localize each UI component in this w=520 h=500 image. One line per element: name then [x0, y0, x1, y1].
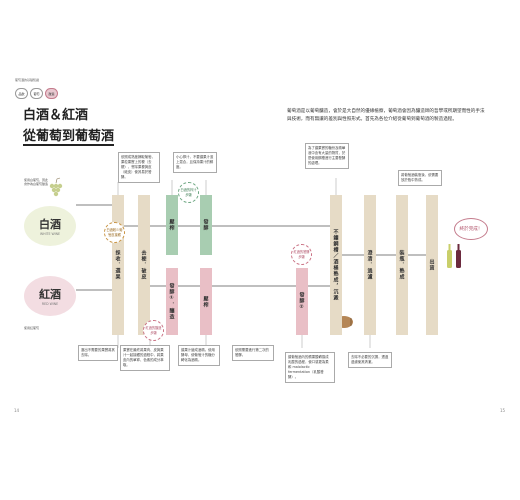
ring-white-destem: 白酒較少葡萄皮接觸 [104, 222, 125, 243]
page-title: 白酒＆紅酒 [23, 108, 89, 123]
white-wine-badge: 白酒 WHITE WINE [24, 206, 76, 246]
note-clarify: 去除不必要的沉澱，透過過濾使其清澈。 [348, 352, 392, 368]
red-wine-name: 紅酒 [39, 288, 61, 301]
step-white-press: 壓榨 [166, 195, 178, 255]
section-header: 葡萄酒的基礎知識 [15, 78, 40, 82]
red-grape-label: 使用紅葡萄 [24, 326, 40, 330]
step-red-ferment: 發酵①．釀造 [166, 268, 178, 335]
step-ship: 出貨 [426, 195, 438, 335]
step-stabilize: 不鏽鋼槽／酒桶熟成，沉澱 [330, 195, 342, 335]
section-chips: 品飲 葡萄 釀造 [15, 88, 58, 99]
chip-grape: 葡萄 [30, 88, 43, 99]
white-grape-icon [49, 177, 63, 197]
red-wine-badge: 紅酒 RED WINE [24, 276, 76, 316]
chip-brewing: 釀造 [45, 88, 58, 99]
white-wine-name: 白酒 [39, 218, 61, 231]
note-bottle: 將葡萄酒裝瓶後，依需要放於瓶中熟成。 [398, 170, 442, 186]
step-destem: 去梗．破皮 [138, 195, 150, 335]
step-clarify: 澄清．過濾 [364, 195, 376, 335]
note-stabilize: 為了讓果實的糖份及精華液中含有大量的物質，於是使用鋼槽進行主要發酵的處理。 [305, 143, 349, 169]
ring-red-process: 紅酒的釀造步驟 [143, 320, 164, 341]
note-ferment: 讓果汁變成酒精。使用酵母，使葡萄汁的糖分轉化為酒精。 [178, 345, 220, 366]
page-number-right: 15 [500, 408, 506, 413]
note-maceration: 果實在最終將果肉、皮與果汁一起接觸的過程中，將果皮內的單寧、色素的成分萃取。 [120, 345, 170, 371]
step-red-press: 壓榨 [200, 268, 212, 335]
step-second-ferment: 發酵② [296, 268, 308, 335]
note-press: 小心榨汁，不要讓果汁渣上混合，且保持果汁的鮮度。 [173, 152, 217, 173]
ring-white-juice: 白酒的榨汁步驟 [178, 182, 199, 203]
note-select: 選出不需要的果實將其去除。 [78, 345, 118, 361]
page-subtitle: 從葡萄到葡萄酒 [23, 129, 115, 146]
chip-tasting: 品飲 [15, 88, 28, 99]
intro-text: 葡萄酒是以葡萄釀造，會於是大自然的優緣植察，葡萄酒會因為釀造師的哲學或所期望而性… [287, 109, 485, 122]
note-malolactic: 讓葡萄酒內的蘋果酸轉換成乳酸的過程，使口感更為柔和 malolactic fer… [285, 352, 335, 383]
white-grape-label: 使用白葡萄，因此會作為白葡萄釀造 [24, 178, 49, 187]
step-bottle: 裝瓶．熟成 [396, 195, 408, 335]
page-number-left: 14 [14, 408, 20, 413]
step-white-ferment: 發酵 [200, 195, 212, 255]
white-wine-en: WHITE WINE [40, 232, 60, 236]
red-wine-en: RED WINE [41, 302, 59, 306]
wine-bottles-icon [447, 244, 461, 268]
ring-red-ferment: 紅酒的發酵步驟 [291, 244, 312, 265]
note-second: 依照需要進行第二次的發酵。 [232, 345, 274, 361]
completion-bubble: 終於完成！ [454, 218, 488, 240]
step-harvest: 採收．選果 [112, 195, 124, 335]
note-harvest: 依照成熟度摘取葡萄，果粒果實上的梗（去梗），會除果梗與皮（破皮）使其易於發酵。 [118, 152, 160, 183]
